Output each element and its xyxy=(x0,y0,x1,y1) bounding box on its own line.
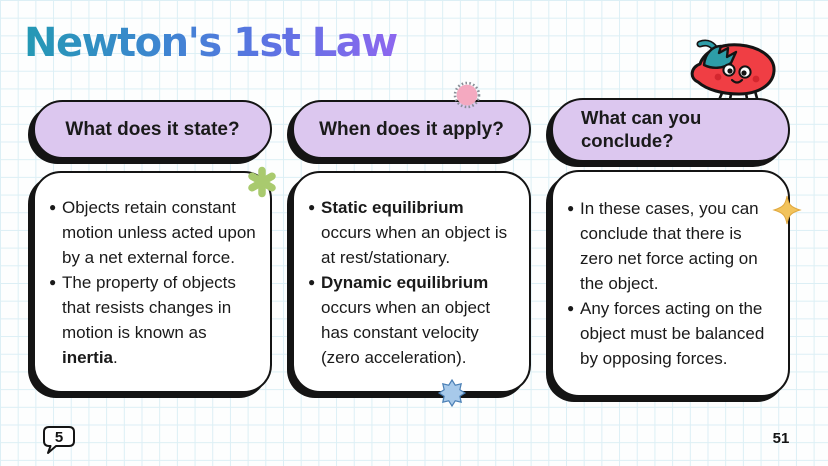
bullet-item: Static equilibrium occurs when an object… xyxy=(308,195,518,270)
card-conclude: In these cases, you can conclude that th… xyxy=(551,170,790,397)
column-when-it-applies: When does it apply? Static equilibrium o… xyxy=(292,100,531,397)
asterisk-icon xyxy=(248,166,276,198)
card-apply: Static equilibrium occurs when an object… xyxy=(292,171,531,393)
sparkle-icon xyxy=(772,195,802,225)
bullet-item: The property of objects that resists cha… xyxy=(49,270,259,370)
header-label: When does it apply? xyxy=(319,118,504,140)
content-columns: What does it state? Objects retain const… xyxy=(33,98,790,397)
scalloped-circle-icon xyxy=(453,81,481,109)
burst-icon xyxy=(437,378,467,408)
page-title: Newton's 1st Law xyxy=(24,20,398,66)
page-number: 51 xyxy=(772,430,790,447)
bullet-item: In these cases, you can conclude that th… xyxy=(567,196,777,296)
bullet-list: Objects retain constant motion unless ac… xyxy=(49,195,259,370)
bullet-item: Dynamic equilibrium occurs when an objec… xyxy=(308,270,518,370)
bullet-item: Objects retain constant motion unless ac… xyxy=(49,195,259,270)
bullet-item: Any forces acting on the object must be … xyxy=(567,296,777,371)
header-pill-apply: When does it apply? xyxy=(292,100,531,159)
badge-number: 5 xyxy=(55,429,63,446)
bullet-list: In these cases, you can conclude that th… xyxy=(567,196,777,371)
header-pill-state: What does it state? xyxy=(33,100,272,159)
pepper-smile xyxy=(730,78,744,84)
header-label: What does it state? xyxy=(65,118,240,140)
pepper-stem xyxy=(702,44,738,69)
speech-bubble-page-badge: 5 xyxy=(43,426,75,454)
column-what-to-conclude: What can you conclude? In these cases, y… xyxy=(551,98,790,397)
header-label: What can you conclude? xyxy=(581,107,702,151)
bullet-list: Static equilibrium occurs when an object… xyxy=(308,195,518,370)
header-pill-conclude: What can you conclude? xyxy=(551,98,790,162)
card-state: Objects retain constant motion unless ac… xyxy=(33,171,272,393)
column-what-it-states: What does it state? Objects retain const… xyxy=(33,100,272,397)
chili-pepper-illustration xyxy=(690,39,776,109)
